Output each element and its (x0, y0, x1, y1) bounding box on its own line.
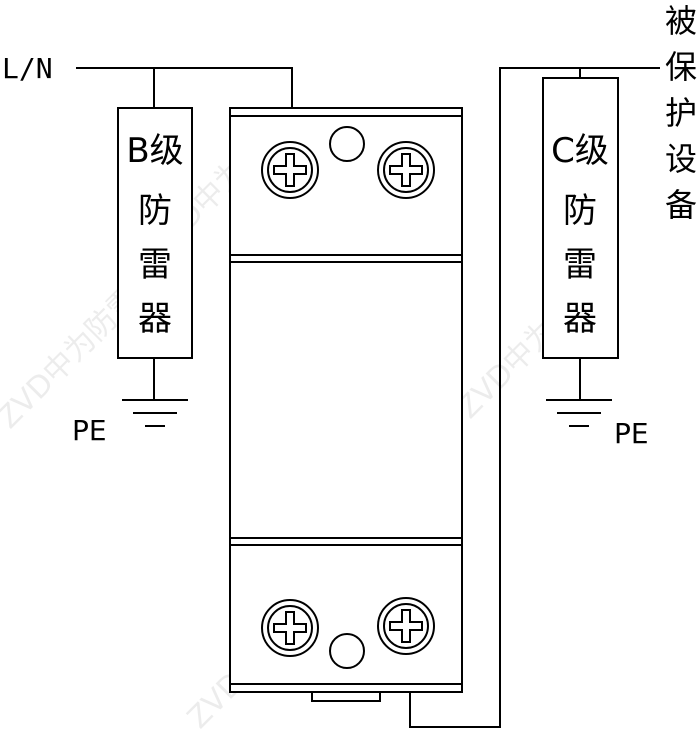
spd-b-class: B级 防 雷 器 (117, 107, 193, 359)
protected-device-char-1: 被 (665, 2, 697, 40)
ground-label-right: PE (614, 417, 649, 450)
spd-c-label-4: 器 (563, 299, 597, 339)
spd-b-label-2: 防 (138, 191, 172, 231)
spd-c-label-3: 雷 (563, 245, 597, 285)
protection-module (229, 107, 463, 702)
protected-device-char-5: 备 (665, 186, 697, 224)
din-clip-tab (311, 691, 381, 702)
ground-label-left: PE (72, 414, 107, 447)
screw-top-left-icon (261, 141, 319, 199)
indicator-window-top (329, 126, 365, 162)
wire-ln-input (76, 67, 293, 108)
module-body (229, 107, 463, 693)
screw-top-right-icon (377, 141, 435, 199)
protected-device-label: 被 保 护 设 备 (665, 2, 697, 224)
spd-c-class: C级 防 雷 器 (542, 77, 619, 359)
wire-output-loop (409, 67, 660, 728)
spd-c-label-2: 防 (563, 191, 597, 231)
spd-c-label-1: C级 (551, 131, 609, 171)
protected-device-char-2: 保 (665, 48, 697, 86)
spd-b-label-3: 雷 (138, 245, 172, 285)
indicator-window-bottom (329, 633, 365, 669)
wiring (76, 67, 660, 728)
ground-symbol-right (546, 399, 612, 427)
line-input-label: L/N (2, 52, 53, 85)
protected-device-char-3: 护 (665, 94, 697, 132)
protected-device-char-4: 设 (665, 140, 697, 178)
screw-bottom-left-icon (261, 599, 319, 657)
spd-b-label-4: 器 (138, 299, 172, 339)
ground-symbol-left (122, 399, 188, 427)
screw-bottom-right-icon (377, 597, 435, 655)
spd-b-label-1: B级 (126, 131, 183, 171)
